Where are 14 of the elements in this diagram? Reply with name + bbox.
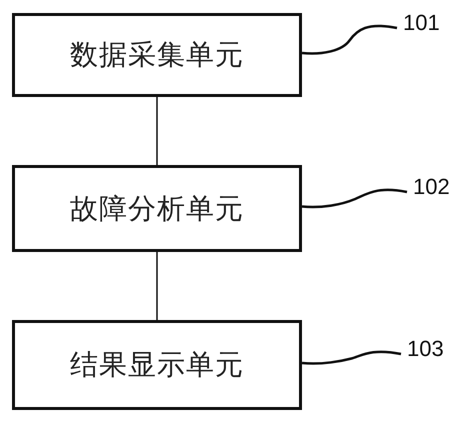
unit-label: 数据采集单元 bbox=[70, 37, 244, 73]
unit-box bbox=[12, 165, 302, 252]
callout-number: 101 bbox=[403, 12, 440, 34]
unit-box bbox=[12, 13, 302, 97]
connector-line bbox=[156, 97, 158, 165]
connector-line bbox=[156, 252, 158, 320]
callout-number: 102 bbox=[413, 176, 450, 198]
callout-number: 103 bbox=[407, 338, 444, 360]
unit-label: 故障分析单元 bbox=[70, 190, 244, 226]
unit-label: 结果显示单元 bbox=[70, 347, 244, 383]
leader-line bbox=[302, 350, 402, 365]
leader-line bbox=[302, 24, 398, 55]
leader-line bbox=[302, 188, 408, 208]
unit-box bbox=[12, 320, 302, 410]
